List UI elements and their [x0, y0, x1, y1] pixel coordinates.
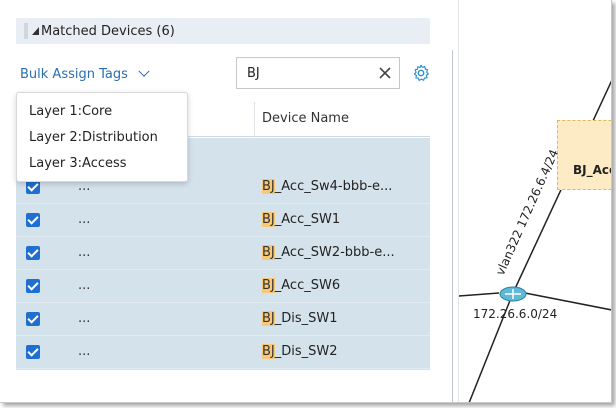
search-highlight: BJ	[262, 179, 275, 194]
matched-devices-title: Matched Devices (6)	[41, 23, 175, 39]
router-icon[interactable]	[497, 282, 537, 306]
network-label: 172.26.6.0/24	[473, 307, 558, 321]
bulk-assign-tags-menu: Layer 1:Core Layer 2:Distribution Layer …	[16, 92, 188, 182]
table-row[interactable]: ... BJ_Dis_SW2	[16, 336, 430, 369]
row-cell: ...	[78, 311, 91, 326]
menu-item-layer-3-access[interactable]: Layer 3:Access	[29, 156, 127, 171]
row-checkbox[interactable]	[26, 279, 40, 293]
row-checkbox[interactable]	[26, 213, 40, 227]
search-box	[236, 57, 400, 89]
clear-icon[interactable]	[377, 65, 393, 81]
row-cell: ...	[78, 245, 91, 260]
table-row[interactable]: ... BJ_Acc_SW6	[16, 270, 430, 303]
device-name-rest: _Acc_SW1	[274, 212, 341, 227]
bulk-assign-tags-button[interactable]: Bulk Assign Tags	[20, 64, 150, 84]
collapse-triangle-icon[interactable]	[32, 27, 39, 35]
table-body: ... BJ_Acc_Sw4-bbb-e... ... BJ_Acc_SW1 .…	[16, 138, 430, 370]
row-cell: ...	[78, 278, 91, 293]
matched-devices-panel: Matched Devices (6) Bulk Assign Tags Dev…	[0, 0, 452, 403]
table-row[interactable]: ... BJ_Acc_SW1	[16, 204, 430, 237]
search-input[interactable]	[237, 58, 367, 88]
pane-splitter[interactable]	[458, 0, 459, 402]
matched-devices-header[interactable]: Matched Devices (6)	[16, 18, 430, 44]
row-checkbox[interactable]	[26, 345, 40, 359]
search-highlight: BJ	[262, 245, 275, 260]
device-name-rest: _Acc_SW2-bbb-e...	[274, 245, 395, 260]
device-name-cell: BJ_Acc_Sw4-bbb-e...	[262, 179, 392, 194]
search-highlight: BJ	[262, 212, 275, 227]
row-checkbox[interactable]	[26, 312, 40, 326]
device-name-cell: BJ_Acc_SW2-bbb-e...	[262, 245, 395, 260]
header-accent-bar	[24, 23, 28, 39]
row-checkbox[interactable]	[26, 180, 40, 194]
device-name-cell: BJ_Acc_SW1	[262, 212, 340, 227]
column-header-device-name[interactable]: Device Name	[262, 111, 349, 126]
link-line[interactable]	[459, 292, 500, 297]
row-checkbox[interactable]	[26, 246, 40, 260]
gear-icon[interactable]	[412, 64, 430, 82]
search-highlight: BJ	[262, 344, 275, 359]
link-line[interactable]	[468, 292, 514, 403]
table-row[interactable]: ... BJ_Dis_SW1	[16, 303, 430, 336]
device-name-rest: _Dis_SW1	[274, 311, 338, 326]
device-name-cell: BJ_Dis_SW2	[262, 344, 338, 359]
devices-table: Device Name ... BJ_Acc_Sw4-bbb-e... ... …	[16, 102, 430, 372]
menu-item-layer-1-core[interactable]: Layer 1:Core	[29, 104, 113, 119]
device-node-label[interactable]: BJ_Acc	[573, 163, 612, 177]
topology-canvas[interactable]: BJ_Acc vlan322 172.26.6.4/24 172.26.6.0/…	[459, 0, 612, 403]
chevron-down-icon	[138, 65, 150, 77]
bulk-assign-tags-label: Bulk Assign Tags	[20, 66, 128, 82]
device-name-rest: _Acc_Sw4-bbb-e...	[274, 179, 393, 194]
search-highlight: BJ	[262, 278, 275, 293]
search-highlight: BJ	[262, 311, 275, 326]
device-name-rest: _Acc_SW6	[274, 278, 341, 293]
column-separator	[254, 102, 255, 137]
row-cell: ...	[78, 212, 91, 227]
link-line[interactable]	[524, 292, 612, 311]
device-name-cell: BJ_Acc_SW6	[262, 278, 340, 293]
device-name-cell: BJ_Dis_SW1	[262, 311, 338, 326]
device-name-rest: _Dis_SW2	[274, 344, 338, 359]
table-row[interactable]: ... BJ_Acc_SW2-bbb-e...	[16, 237, 430, 270]
menu-item-layer-2-distribution[interactable]: Layer 2:Distribution	[29, 130, 158, 145]
row-cell: ...	[78, 344, 91, 359]
row-cell: ...	[78, 179, 91, 194]
device-node-box[interactable]	[557, 120, 611, 190]
table-row[interactable]: ... BJ_Acc_Sw4-bbb-e...	[16, 171, 430, 204]
panel-scroll-divider[interactable]	[452, 50, 453, 402]
